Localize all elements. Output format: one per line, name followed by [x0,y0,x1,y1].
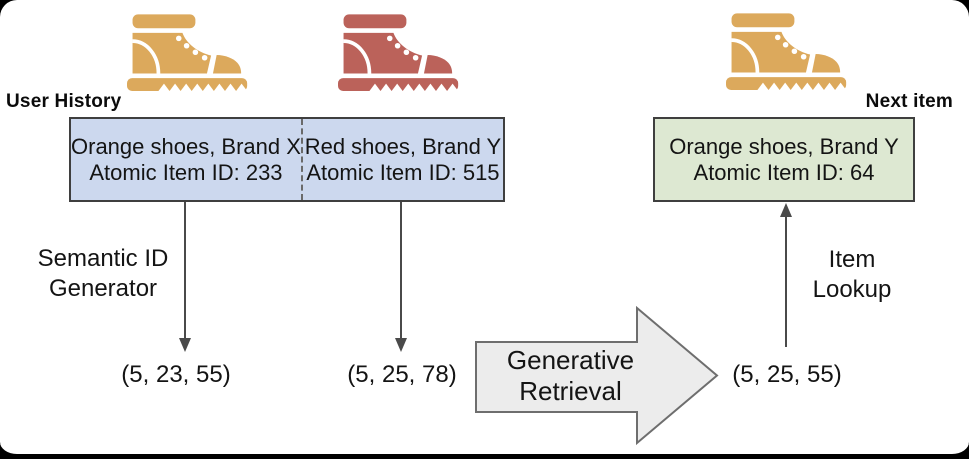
next-item-box: Orange shoes, Brand Y Atomic Item ID: 64 [653,117,915,202]
item-lookup-label: Item Lookup [812,246,892,303]
next-item-shoe-icon [726,11,848,92]
item-name: Red shoes, Brand Y [304,133,502,159]
item-atomic-id: Atomic Item ID: 64 [693,159,875,185]
semantic-id-2: (5, 25, 78) [347,361,457,388]
semantic-id-down-arrow-2 [395,202,407,352]
history-item-1-cell: Orange shoes, Brand X Atomic Item ID: 23… [71,119,301,200]
history-item-2-cell: Red shoes, Brand Y Atomic Item ID: 515 [300,119,503,200]
semantic-id-down-arrow-1 [179,202,191,352]
user-item-1-shoe-icon [127,12,249,93]
item-atomic-id: Atomic Item ID: 515 [306,159,500,185]
next-item-label: Next item [865,91,953,112]
semantic-id-1: (5, 23, 55) [121,361,231,388]
user-history-box: Orange shoes, Brand X Atomic Item ID: 23… [69,117,505,202]
item-name: Orange shoes, Brand Y [669,133,899,159]
item-atomic-id: Atomic Item ID: 233 [89,159,283,185]
retrieved-semantic-id: (5, 25, 55) [732,361,842,388]
semantic-id-generator-label: Semantic ID Generator [37,245,169,302]
item-lookup-up-arrow [780,203,792,347]
user-item-2-shoe-icon [338,12,460,93]
generative-retrieval-label: Generative Retrieval [506,345,635,406]
item-name: Orange shoes, Brand X [71,133,301,159]
generative-retrieval-arrow [475,306,719,446]
user-history-label: User History [6,91,122,112]
